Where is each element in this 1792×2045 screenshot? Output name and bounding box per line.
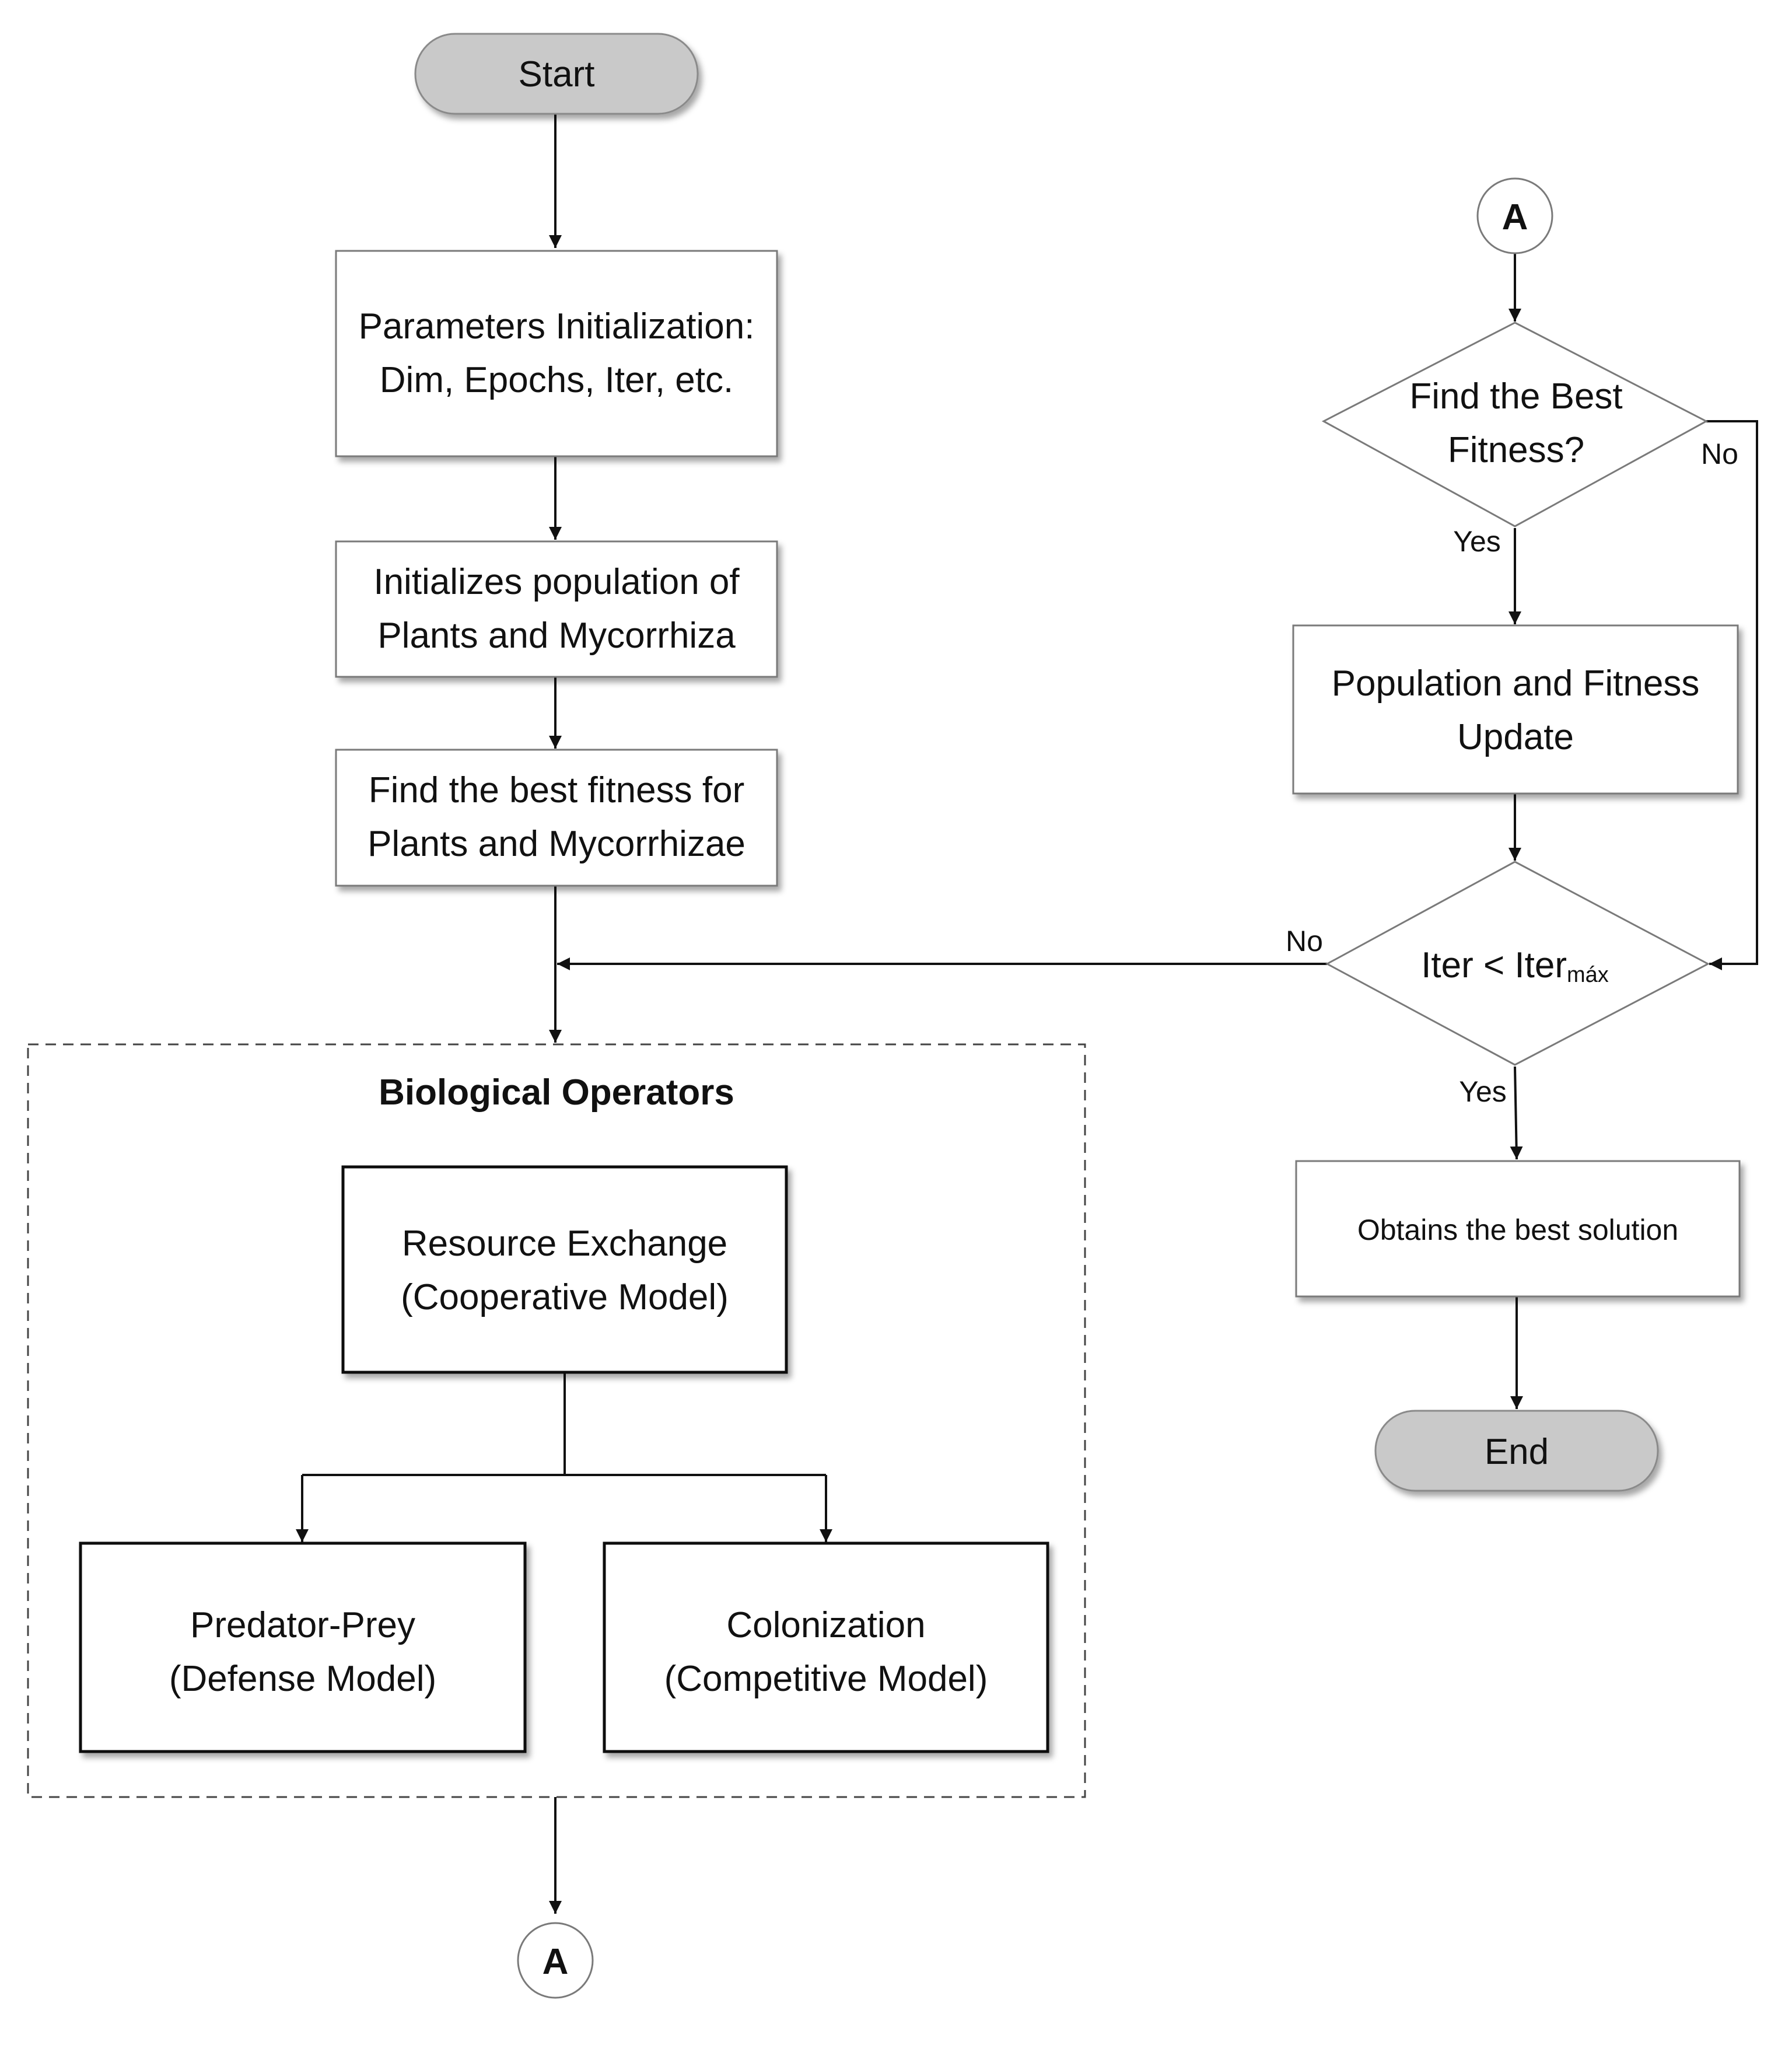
decision-best-fitness: Find the Best Fitness? [1321,321,1709,527]
resource-exchange-box: Resource Exchange (Cooperative Model) [341,1165,788,1374]
end-label: End [1485,1432,1549,1472]
best-label-line1: Find the best fitness for [369,770,744,810]
connector-a-bottom: A [517,1922,594,1999]
update-label-line1: Population and Fitness [1332,663,1700,704]
resource-label-line1: Resource Exchange [402,1223,727,1264]
decision2-label-sub: máx [1567,963,1609,987]
decision1-label-line2: Fitness? [1448,430,1584,470]
colonization-label-line1: Colonization [726,1605,925,1645]
predator-prey-box: Predator-Prey (Defense Model) [79,1541,527,1753]
edge-decision1-no [1706,420,1758,970]
params-box: Parameters Initialization: Dim, Epochs, … [335,250,778,457]
decision2-yes-label: Yes [1459,1075,1507,1108]
obtain-label: Obtains the best solution [1357,1214,1678,1246]
update-label-line2: Update [1457,717,1574,757]
colonization-label-line2: (Competitive Model) [664,1659,988,1699]
decision2-label: Iter < Itermáx [1421,945,1609,987]
start-label: Start [519,54,595,95]
population-update-box: Population and Fitness Update [1292,624,1739,795]
bio-title: Biological Operators [379,1072,734,1113]
decision-iteration: Iter < Itermáx [1325,861,1710,1066]
decision1-label-line1: Find the Best [1409,376,1622,417]
best-label-line2: Plants and Mycorrhizae [368,824,746,864]
biological-operators-group: Biological Operators [27,1043,1086,1798]
decision1-yes-label: Yes [1453,525,1501,558]
params-label-line2: Dim, Epochs, Iter, etc. [380,360,733,400]
predator-label-line1: Predator-Prey [190,1605,415,1645]
init-label-line2: Plants and Mycorrhiza [377,616,736,656]
decision2-label-main: Iter < Iter [1421,945,1567,985]
init-population-box: Initializes population of Plants and Myc… [335,540,778,678]
obtain-solution-box: Obtains the best solution [1295,1160,1741,1298]
end-terminal: End [1374,1410,1659,1492]
connector-a-bottom-label: A [542,1942,569,1982]
predator-label-line2: (Defense Model) [169,1659,436,1699]
connector-a-top-label: A [1502,197,1528,237]
params-label-line1: Parameters Initialization: [359,306,755,347]
edges [296,114,1758,1914]
init-label-line1: Initializes population of [373,562,740,602]
edge-decision2-yes [1510,1066,1523,1160]
decision1-no-label: No [1701,438,1738,470]
start-terminal: Start [414,33,699,115]
decision2-no-label: No [1286,925,1323,957]
connector-a-top: A [1476,177,1553,254]
colonization-box: Colonization (Competitive Model) [603,1541,1049,1753]
best-fitness-box: Find the best fitness for Plants and Myc… [335,749,778,887]
resource-label-line2: (Cooperative Model) [401,1277,729,1317]
